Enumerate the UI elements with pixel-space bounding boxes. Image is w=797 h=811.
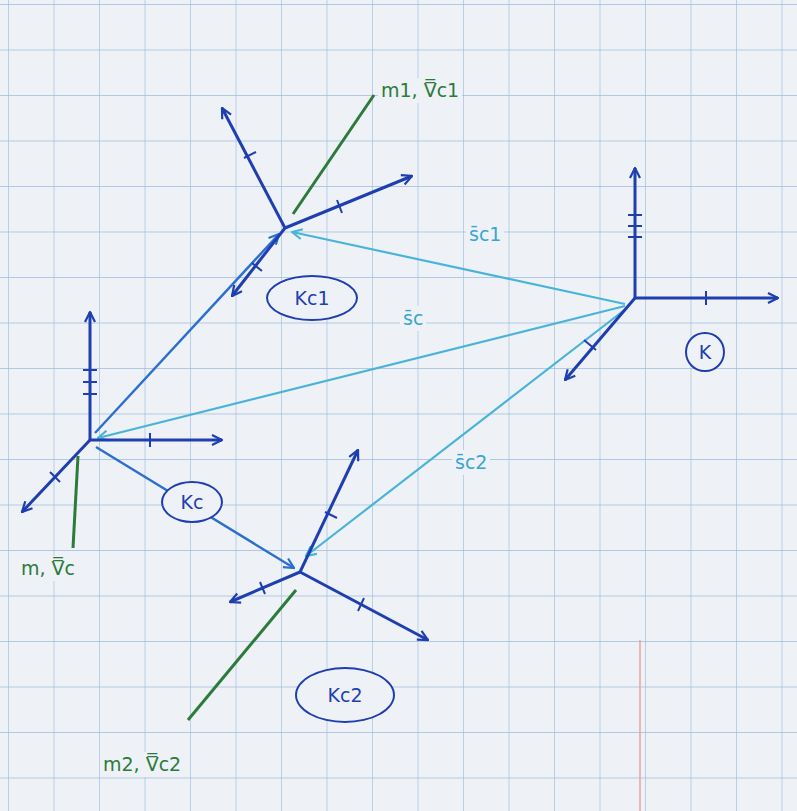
frame-name-ellipse: Kc1 [266, 275, 358, 321]
frame-name-ellipse: K [685, 332, 725, 373]
mass-velocity-label: m2, V̿c2 [100, 752, 184, 777]
frame-kc1 [222, 108, 412, 296]
relative-vectors [95, 234, 294, 568]
frame-name: Kc1 [295, 287, 330, 310]
frame-name: Kc2 [328, 684, 363, 707]
frame-name: Kc [181, 491, 204, 514]
mass-velocity-label: m, V̿c [18, 556, 78, 581]
vector-label: s̄c2 [452, 450, 490, 475]
frame-name: K [699, 341, 711, 364]
mass-velocity-label: m1, V̿c1 [378, 78, 462, 103]
vector-label: s̄c1 [466, 222, 504, 247]
vector-label: s̄c [400, 306, 426, 331]
frame-k [565, 168, 778, 380]
frame-name-ellipse: Kc2 [295, 667, 395, 723]
frame-kc2 [230, 450, 428, 640]
margin-line [639, 640, 641, 811]
position-vectors [98, 232, 627, 556]
leader-lines [73, 95, 374, 720]
frame-name-ellipse: Kc [161, 481, 223, 523]
